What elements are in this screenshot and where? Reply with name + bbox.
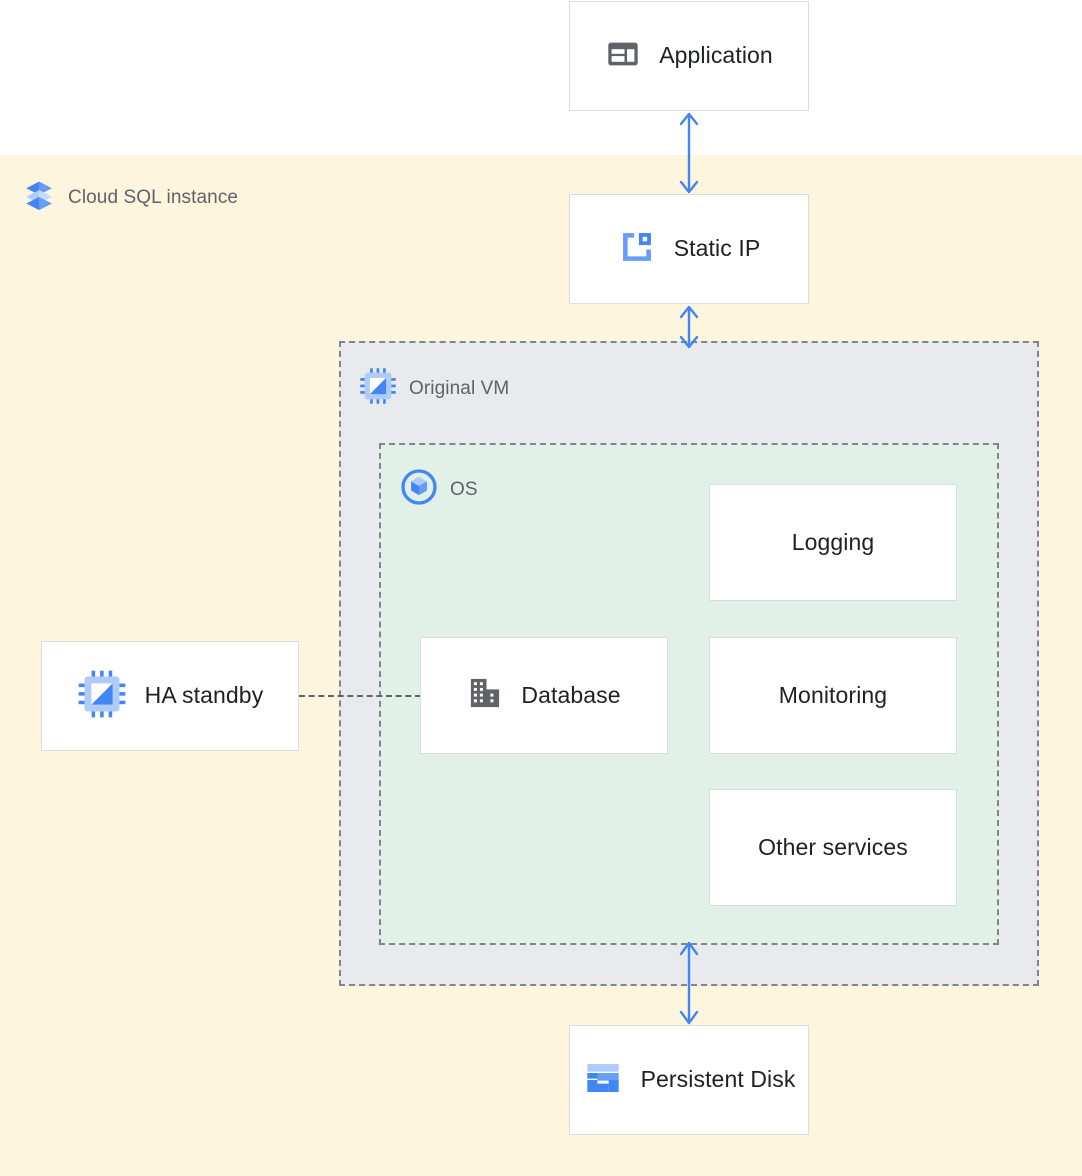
node-logging[interactable]: Logging <box>709 484 957 601</box>
persistent-disk-icon <box>583 1058 623 1103</box>
container-original-vm-label-group: Original VM <box>359 367 509 410</box>
region-cloud-sql-label: Cloud SQL instance <box>68 186 239 208</box>
connector-vm-to-persistent-disk <box>679 941 699 1025</box>
cpu-chip-icon <box>359 367 397 410</box>
region-cloud-sql-label-group: Cloud SQL instance <box>22 178 238 217</box>
container-os-label-group: OS <box>400 468 478 511</box>
layers-stack-icon <box>22 178 56 217</box>
node-application[interactable]: Application <box>569 1 809 111</box>
node-other-services-label: Other services <box>758 833 908 860</box>
static-ip-icon <box>618 228 656 271</box>
connector-application-to-static-ip <box>679 112 699 194</box>
node-logging-label: Logging <box>791 528 875 555</box>
node-database-label: Database <box>521 681 621 708</box>
container-original-vm-label: Original VM <box>409 377 510 399</box>
building-database-icon <box>467 675 503 716</box>
node-database[interactable]: Database <box>420 637 668 754</box>
node-application-label: Application <box>659 42 773 69</box>
connector-ha-standby-to-database <box>299 695 421 697</box>
node-persistent-disk[interactable]: Persistent Disk <box>569 1025 809 1135</box>
node-other-services[interactable]: Other services <box>709 789 957 906</box>
node-ha-standby-label: HA standby <box>144 682 264 709</box>
node-ha-standby[interactable]: HA standby <box>41 641 299 751</box>
connector-static-ip-to-vm <box>679 305 699 349</box>
window-layout-icon <box>605 36 641 77</box>
node-persistent-disk-label: Persistent Disk <box>640 1066 796 1093</box>
node-static-ip[interactable]: Static IP <box>569 194 809 304</box>
cpu-chip-icon <box>77 669 127 724</box>
container-os-label: OS <box>450 478 478 500</box>
node-monitoring-label: Monitoring <box>778 681 888 708</box>
node-monitoring[interactable]: Monitoring <box>709 637 957 754</box>
os-disc-icon <box>400 468 438 511</box>
node-static-ip-label: Static IP <box>673 235 761 262</box>
